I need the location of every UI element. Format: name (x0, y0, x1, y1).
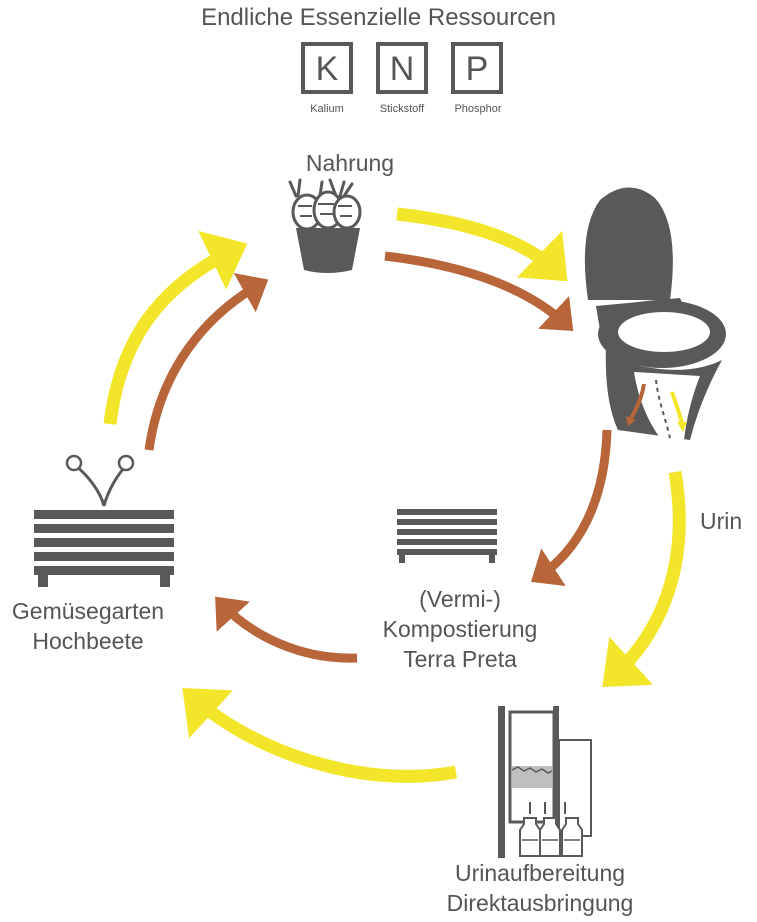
flow-arrow-garden-to-food-yellow (103, 230, 248, 425)
processing-label: Urinaufbereitung Direktausbringung (420, 858, 660, 918)
flow-arrow-toilet-to-processing (602, 470, 686, 687)
diagram-title: Endliche Essenzielle Ressourcen (201, 4, 556, 31)
processing-label-line: Direktausbringung (446, 890, 634, 916)
urine-label: Urin (700, 508, 743, 534)
urine-filter-icon (498, 706, 592, 858)
food-label: Nahrung (305, 150, 395, 176)
compost-label-line: (Vermi-) (419, 586, 501, 612)
raised-bed-icon (34, 510, 174, 587)
compost-label-line: Terra Preta (403, 646, 517, 672)
carrot-basket-icon (288, 178, 362, 273)
compost-bin-icon (397, 509, 497, 563)
resource-box-n: N Stickstoff (376, 42, 428, 115)
resource-symbol: P (466, 50, 489, 88)
flow-arrow-compost-to-garden (215, 596, 358, 663)
resource-name: Stickstoff (380, 103, 425, 115)
compost-label: (Vermi-) Kompostierung Terra Preta (360, 584, 560, 674)
garden-label: Gemüsegarten Hochbeete (0, 596, 176, 656)
flow-arrow-food-to-toilet-feces (384, 251, 574, 331)
flow-arrow-garden-to-food-brown (144, 273, 269, 451)
flow-arrow-processing-to-garden (182, 687, 458, 783)
resource-symbol: K (316, 50, 339, 88)
toilet-icon (584, 187, 726, 440)
flow-arrow-toilet-to-compost (530, 429, 612, 587)
resource-symbol: N (390, 50, 415, 88)
garden-label-line: Gemüsegarten (11, 598, 165, 624)
compost-label-line: Kompostierung (382, 616, 538, 642)
resource-box-k: K Kalium (301, 42, 353, 115)
resource-name: Phosphor (454, 103, 501, 115)
flow-arrow-food-to-toilet-urine (396, 207, 568, 282)
processing-label-line: Urinaufbereitung (454, 860, 626, 886)
seedling-icon (65, 454, 135, 507)
resource-box-p: P Phosphor (451, 42, 503, 115)
garden-label-line: Hochbeete (32, 628, 144, 654)
resource-name: Kalium (310, 103, 344, 115)
